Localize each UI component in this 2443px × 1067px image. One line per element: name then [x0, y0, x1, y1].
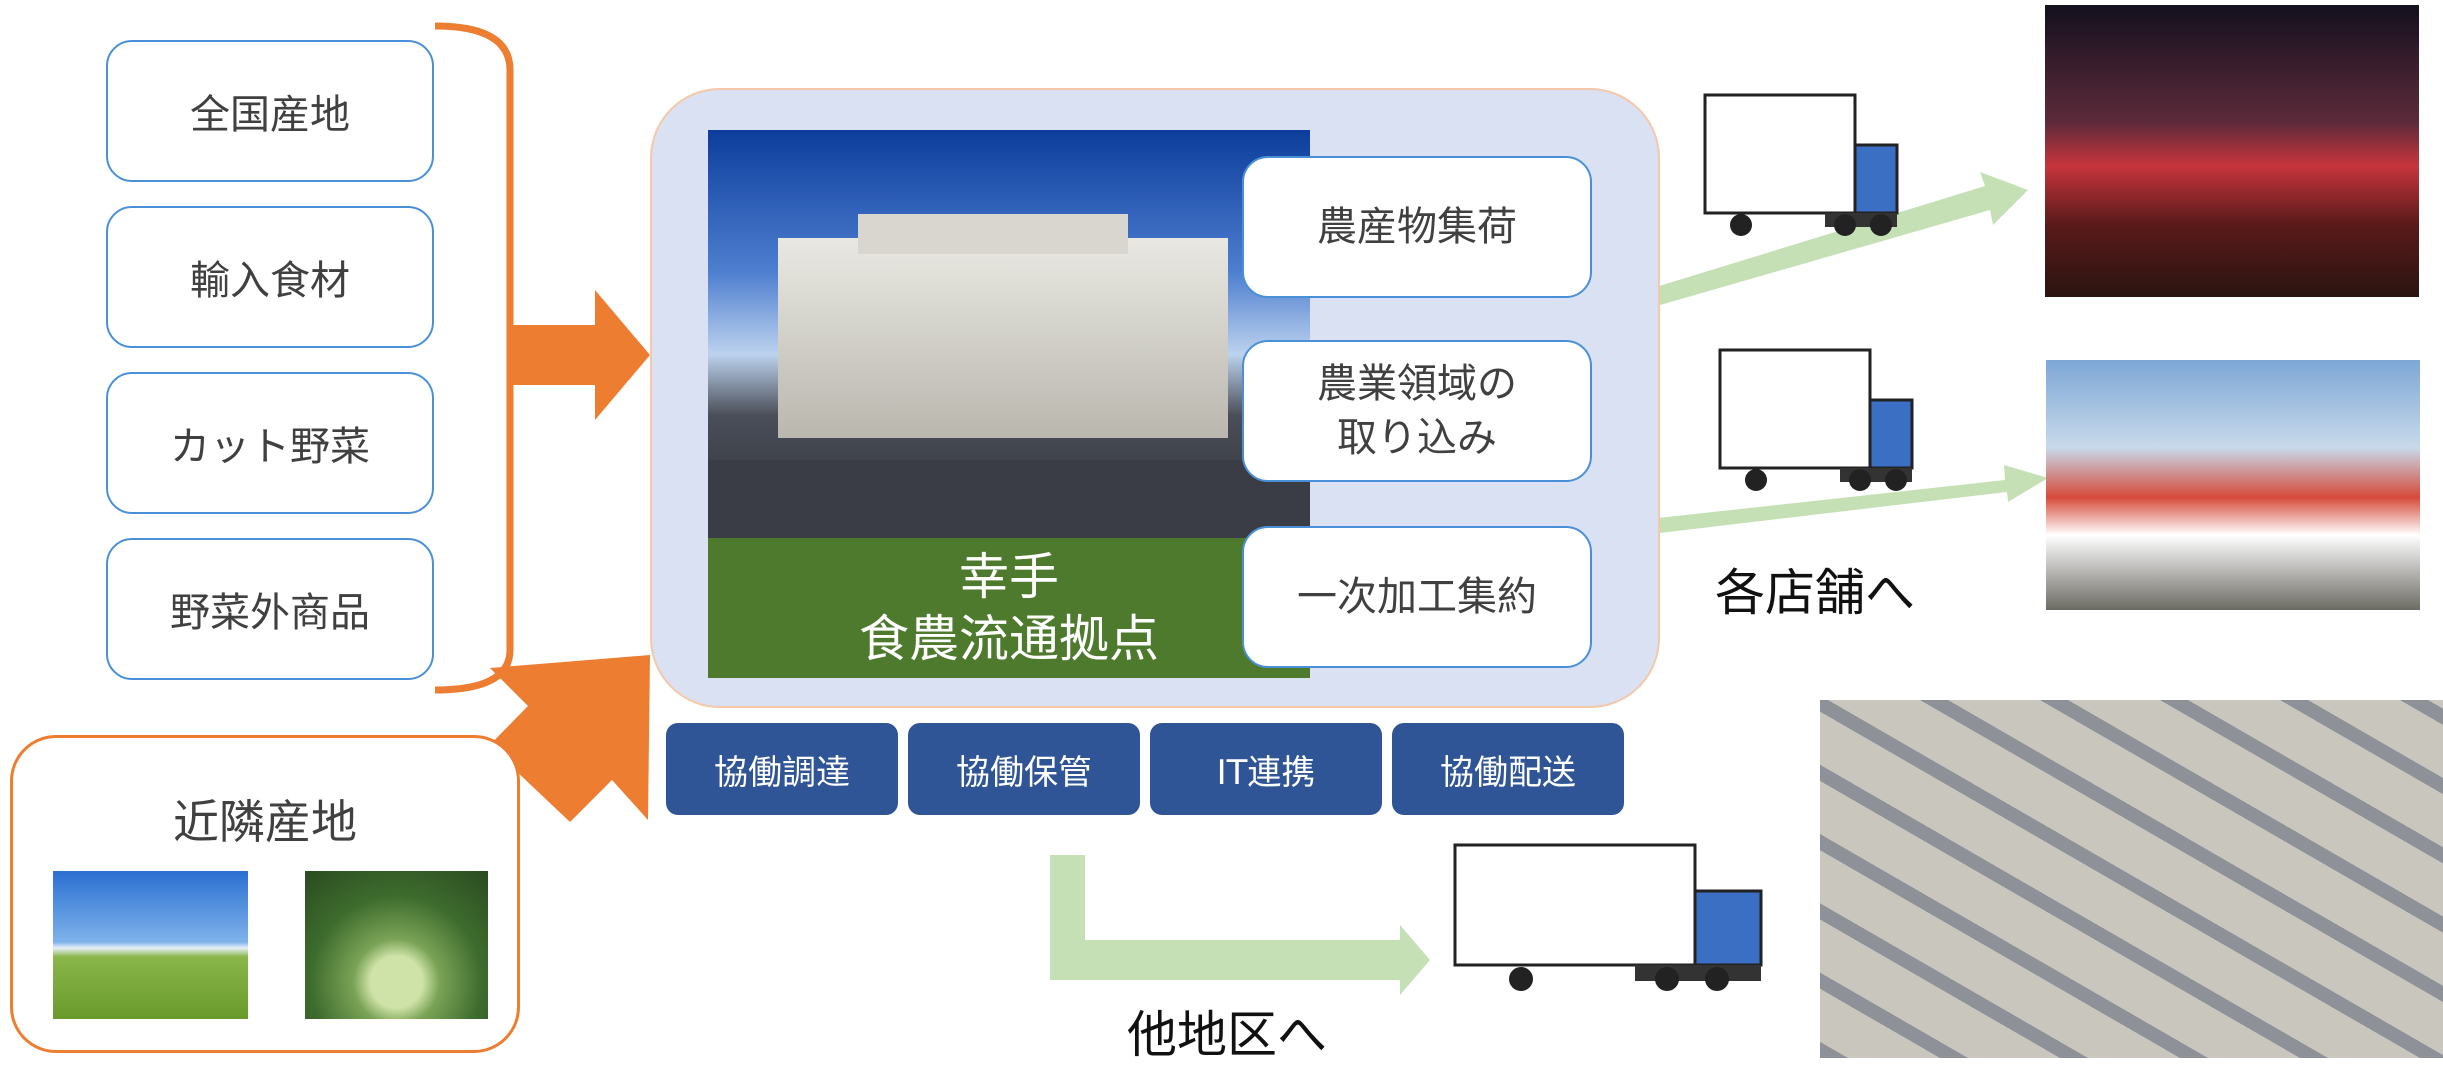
function-box-2: 農業領域の 取り込み: [1242, 340, 1592, 482]
source-label: カット野菜: [170, 424, 370, 470]
source-label: 全国産地: [190, 92, 350, 138]
highway-photo: [1820, 700, 2443, 1058]
cabbage-photo: [305, 871, 488, 1019]
button-delivery[interactable]: 協働配送: [1392, 723, 1624, 815]
truck-icon: [1453, 843, 1763, 991]
warehouse-image: [708, 130, 1310, 538]
sources-arrow: [510, 290, 650, 420]
source-box-1: 全国産地: [106, 40, 434, 182]
hub-title-line1: 幸手: [959, 548, 1059, 606]
region-arrow: [1050, 855, 1430, 995]
diner-photo-2: [2046, 360, 2420, 610]
truck-icon: [1703, 93, 1899, 236]
function-box-3: 一次加工集約: [1242, 526, 1592, 668]
button-label: 協働保管: [956, 752, 1092, 793]
button-label: 協働配送: [1440, 752, 1576, 793]
hub-title: 幸手 食農流通拠点: [708, 538, 1310, 678]
function-label: 農業領域の 取り込み: [1317, 361, 1517, 461]
label-to-other-region: 他地区へ: [1127, 1006, 1327, 1064]
button-it[interactable]: IT連携: [1150, 723, 1382, 815]
label-to-stores: 各店舗へ: [1715, 564, 1915, 622]
button-procurement[interactable]: 協働調達: [666, 723, 898, 815]
diner-photo-1: [2045, 5, 2419, 297]
hub-title-line2: 食農流通拠点: [859, 610, 1159, 668]
nearby-box: 近隣産地: [10, 735, 520, 1053]
store-arrow-2: [1640, 465, 2048, 535]
function-label: 一次加工集約: [1297, 574, 1537, 620]
button-storage[interactable]: 協働保管: [908, 723, 1140, 815]
source-box-4: 野菜外商品: [106, 538, 434, 680]
nearby-arrow: [475, 655, 650, 822]
button-label: 協働調達: [714, 752, 850, 793]
source-label: 野菜外商品: [170, 590, 370, 636]
truck-icon: [1718, 348, 1914, 491]
function-box-1: 農産物集荷: [1242, 156, 1592, 298]
function-label: 農産物集荷: [1317, 204, 1517, 250]
source-box-3: カット野菜: [106, 372, 434, 514]
button-label: IT連携: [1216, 752, 1316, 793]
field-photo: [53, 871, 248, 1019]
store-arrow-1: [1630, 172, 2028, 312]
source-label: 輸入食材: [190, 258, 350, 304]
nearby-label: 近隣産地: [173, 795, 357, 849]
source-box-2: 輸入食材: [106, 206, 434, 348]
